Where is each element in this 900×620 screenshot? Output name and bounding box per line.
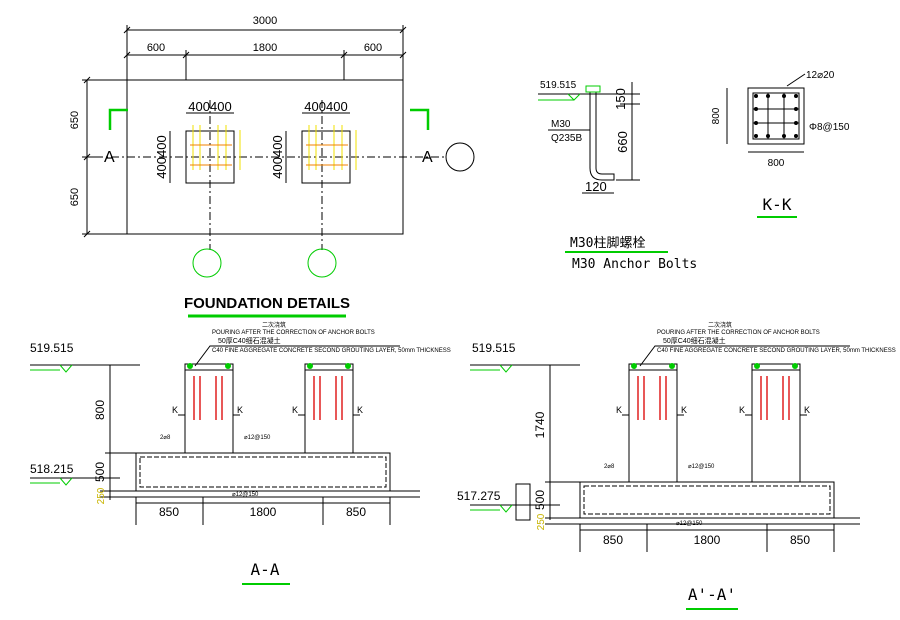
aa-elev-top: 519.515 [30,341,74,355]
a2-bottom-3: 850 [790,533,810,547]
pedestal-dim-side-1: 400400 [154,135,169,178]
aa-note-cn: 二次浇筑 [262,321,286,329]
aa-dim-250: 250 [96,487,107,504]
a2-elev-bottom: 517.275 [457,489,501,503]
kk-bottom-dim: 800 [768,158,785,169]
section-a2-a2 [470,345,860,552]
a2-k-2: K [681,405,687,415]
section-cut-marks [108,108,430,130]
a2-dim-500: 500 [533,490,547,510]
section-mark-left: A [104,149,115,166]
pedestal-dim-top-1: 400400 [188,99,231,114]
a2-k-4: K [804,405,810,415]
section-a2-rebar [637,376,790,420]
a2-bottom-1: 850 [603,533,623,547]
aa-k-2: K [237,405,243,415]
section-a-rebar [193,376,343,420]
a2-rebar-2: ⌀12@150 [688,464,715,470]
a2-dim-1740: 1740 [533,411,547,438]
foundation-plan [82,25,475,278]
bolt-caption-cn: M30柱脚螺栓 [570,235,645,251]
plan-side-dim-2: 650 [69,188,81,206]
plan-overall-dim: 3000 [253,15,277,27]
bolt-dim-660: 660 [615,131,630,153]
kk-stirrup: Φ8@150 [809,122,850,133]
aa-note-cn2: 50厚C40细石混凝土 [218,336,281,345]
a2-note-cn: 二次浇筑 [708,321,732,329]
kk-section-detail [726,73,806,153]
kk-title: K-K [763,195,792,214]
bolt-label-q235b: Q235B [551,133,582,144]
aa-rebar-2: ⌀12@150 [244,435,271,441]
pedestal-dim-side-2: 400400 [270,135,285,178]
a2-title: A'-A' [688,585,736,604]
aa-dim-500: 500 [93,462,107,482]
plan-title: FOUNDATION DETAILS [184,295,350,312]
aa-bottom-3: 850 [346,505,366,519]
aa-elev-bottom: 518.215 [30,462,74,476]
a2-note-2: C40 FINE AGGREGATE CONCRETE SECOND GROUT… [657,348,896,354]
pedestal-right [301,130,351,184]
a2-k-1: K [616,405,622,415]
aa-rebar-1: 2⌀8 [160,435,171,441]
a2-note-cn2: 50厚C40细石混凝土 [663,336,726,345]
bolt-label-m30: M30 [551,119,571,130]
plan-seg-3: 600 [364,42,382,54]
pedestal-left [185,130,235,184]
aa-note-2: C40 FINE AGGREGATE CONCRETE SECOND GROUT… [212,348,451,354]
aa-title: A-A [251,560,280,579]
plan-seg-2: 1800 [253,42,277,54]
a2-rebar-3: ⌀12@150 [676,521,703,527]
axis-bubble-right [445,142,475,172]
aa-bottom-1: 850 [159,505,179,519]
bolt-dim-150: 150 [613,88,628,110]
kk-top-note: 12⌀20 [806,70,835,81]
section-a-a [30,345,420,525]
section-mark-right: A [422,149,433,166]
axis-bubble-mid [307,248,337,278]
a2-bottom-2: 1800 [694,533,721,547]
a2-k-3: K [739,405,745,415]
aa-dim-800: 800 [93,400,107,420]
aa-rebar-3: ⌀12@150 [232,492,259,498]
bolt-dim-120: 120 [585,179,607,194]
aa-k-4: K [357,405,363,415]
kk-bars [754,94,798,138]
anchor-bolt-detail [538,82,640,194]
axis-bubble-left [192,248,222,278]
bolt-caption-en: M30 Anchor Bolts [572,257,697,272]
plan-seg-1: 600 [147,42,165,54]
aa-bottom-2: 1800 [250,505,277,519]
bolt-elevation: 519.515 [540,80,577,91]
a2-rebar-1: 2⌀8 [604,464,615,470]
kk-side-dim: 800 [711,107,722,124]
pedestal-dim-top-2: 400400 [304,99,347,114]
a2-note-1: POURING AFTER THE CORRECTION OF ANCHOR B… [657,330,820,336]
aa-note-1: POURING AFTER THE CORRECTION OF ANCHOR B… [212,330,375,336]
plan-side-dim-1: 650 [69,111,81,129]
a2-elev-top: 519.515 [472,341,516,355]
a2-dim-250: 250 [536,513,547,530]
plan-rebar [190,125,357,170]
aa-k-1: K [172,405,178,415]
aa-k-3: K [292,405,298,415]
